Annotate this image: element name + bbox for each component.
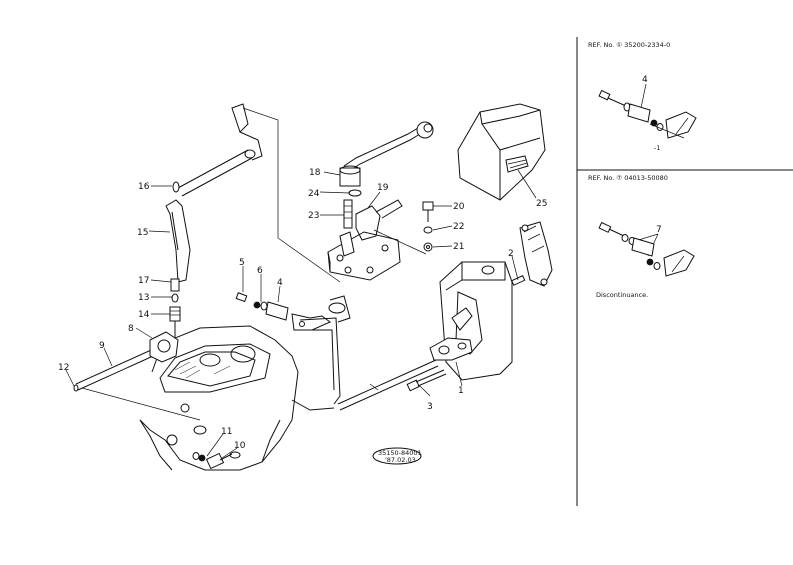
ref-2-label: REF. No. ⑦ 04013-50080 — [588, 174, 668, 182]
part-label-10: 10 — [234, 441, 246, 451]
discontinuance-label: Discontinuance. — [596, 291, 648, 299]
part-label-13: 13 — [138, 293, 149, 303]
part-label-3: 3 — [427, 402, 433, 412]
part-label-23: 23 — [308, 211, 319, 221]
part-label-2: 2 — [508, 249, 514, 259]
bracket-group — [235, 292, 331, 331]
part-label-17: 17 — [138, 276, 149, 286]
sidebar-frame — [576, 37, 793, 506]
transmission-case — [139, 325, 299, 471]
shift-fork — [429, 307, 473, 361]
part-label-22: 22 — [453, 222, 464, 232]
svg-text:-1: -1 — [654, 144, 660, 152]
ref-1-part-label: 4 — [642, 75, 648, 85]
part-label-18: 18 — [309, 168, 321, 178]
drawing-stamp: 35150-84001 '87.02.03 — [372, 447, 422, 465]
sidebar-ref-1: REF. No. ① 35200-2334-0 4 -1 — [588, 41, 697, 152]
leader-lines — [65, 171, 519, 459]
control-tower — [457, 103, 546, 201]
sidebar-ref-2: REF. No. ⑦ 04013-50080 7 Discontinuance. — [588, 174, 695, 299]
shift-shaft — [73, 331, 201, 421]
part-label-20: 20 — [453, 202, 465, 212]
ref-1-label: REF. No. ① 35200-2334-0 — [588, 41, 670, 49]
part-label-1: 1 — [458, 386, 464, 396]
part-label-4: 4 — [277, 278, 283, 288]
linkage-lines — [177, 103, 341, 283]
gate-plate — [327, 199, 427, 281]
stamp-line-1: 35150-84001 — [378, 449, 422, 457]
part-labels: 16 15 17 13 14 8 9 12 5 6 4 11 10 18 24 … — [58, 168, 547, 451]
shift-housing — [439, 221, 553, 381]
part-label-25: 25 — [536, 199, 547, 209]
part-label-16: 16 — [138, 182, 150, 192]
bolt-3 — [406, 369, 447, 392]
bolt-20-22-21 — [422, 201, 434, 252]
lever-assembly — [165, 181, 191, 340]
part-label-12: 12 — [58, 363, 69, 373]
part-label-21: 21 — [453, 242, 464, 252]
stamp-line-2: '87.02.03 — [385, 456, 416, 464]
shift-rod — [291, 295, 439, 411]
part-label-14: 14 — [138, 310, 150, 320]
part-label-19: 19 — [377, 183, 389, 193]
part-label-24: 24 — [308, 189, 320, 199]
shift-lever — [339, 121, 434, 229]
part-label-8: 8 — [128, 324, 134, 334]
part-label-15: 15 — [137, 228, 148, 238]
part-label-6: 6 — [257, 266, 263, 276]
ref-2-part-label: 7 — [656, 225, 662, 235]
part-label-9: 9 — [99, 341, 105, 351]
part-label-11: 11 — [221, 427, 232, 437]
part-label-5: 5 — [239, 258, 245, 268]
bolt-10-11 — [192, 452, 233, 470]
